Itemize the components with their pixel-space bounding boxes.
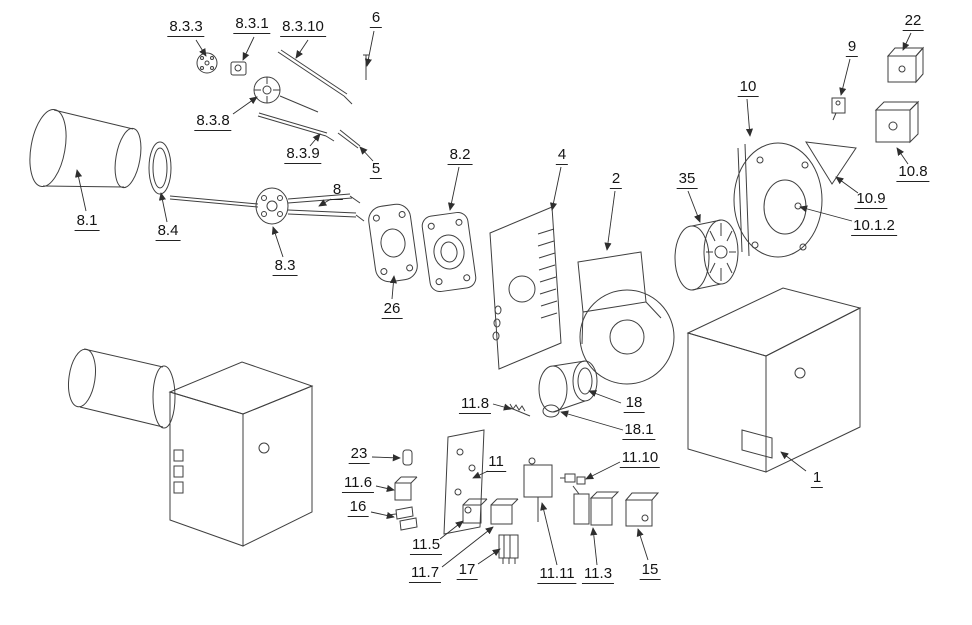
part-35-fan-wheel: [674, 219, 739, 291]
assembled-burner: [68, 348, 314, 547]
part-label-16: 16: [347, 498, 369, 517]
part-11-3-relay: [589, 491, 620, 526]
part-8-3-electrode-assembly: [255, 187, 365, 225]
part-label-18: 18: [623, 394, 645, 413]
part-8-3-8-holder: [253, 76, 319, 113]
part-label-23: 23: [348, 445, 370, 464]
part-8-3-1-bushing: [230, 61, 247, 76]
part-label-8: 8: [330, 181, 344, 200]
part-label-11-7: 11.7: [408, 564, 442, 583]
part-label-26: 26: [381, 300, 403, 319]
part-5-pin: [337, 129, 361, 149]
part-1-burner-cover: [686, 287, 862, 473]
part-11-7-connector: [490, 498, 519, 525]
part-8-rod: [169, 195, 259, 208]
part-label-11: 11: [486, 453, 506, 472]
part-2-blower-housing: [577, 251, 675, 385]
part-label-8-4: 8.4: [155, 222, 181, 241]
part-17-plug: [498, 534, 519, 564]
part-control-box: [523, 457, 553, 522]
part-label-22: 22: [902, 12, 924, 31]
part-label-15: 15: [639, 561, 661, 580]
part-10-motor-flange: [733, 142, 823, 258]
part-label-11-11: 11.11: [537, 565, 577, 584]
part-11-mounting-plate: [443, 429, 485, 535]
part-label-8-3-10: 8.3.10: [280, 18, 326, 37]
part-label-10-8: 10.8: [896, 163, 930, 182]
part-26-flange: [368, 203, 418, 283]
part-8-1-blast-tube: [29, 108, 142, 189]
part-10-9-wedge: [805, 141, 857, 185]
part-label-11-8: 11.8: [458, 395, 492, 414]
part-8-4-gasket-ring: [148, 141, 172, 195]
part-label-8-3: 8.3: [272, 257, 298, 276]
part-8-3-10-rod: [277, 49, 353, 105]
leader-lines: [75, 30, 912, 568]
part-label-11-5: 11.5: [409, 536, 443, 555]
part-label-10-9: 10.9: [854, 190, 888, 209]
part-4-air-damper-plate: [489, 206, 562, 370]
part-11-8-screw: [507, 403, 531, 417]
part-label-5: 5: [369, 160, 383, 179]
part-22-box: [886, 46, 925, 84]
part-10-8-box: [874, 100, 920, 144]
part-label-8-1: 8.1: [74, 212, 100, 231]
part-label-8-3-3: 8.3.3: [167, 18, 205, 37]
part-label-8-3-9: 8.3.9: [284, 145, 322, 164]
part-11-11-switch: [572, 485, 590, 525]
part-label-17: 17: [456, 561, 478, 580]
part-label-35: 35: [676, 170, 698, 189]
part-label-4: 4: [555, 146, 569, 165]
part-label-8-3-8: 8.3.8: [194, 112, 232, 131]
part-label-8-2: 8.2: [447, 146, 473, 165]
part-label-2: 2: [609, 170, 623, 189]
part-label-10-1-2: 10.1.2: [851, 217, 897, 236]
part-11-6-connector: [394, 476, 418, 501]
part-18-1-oring: [542, 404, 560, 418]
part-label-18-1: 18.1: [622, 421, 656, 440]
part-8-2-flange: [421, 211, 477, 293]
part-11-10-sensor: [560, 473, 586, 485]
part-label-9: 9: [845, 38, 859, 57]
part-label-11-10: 11.10: [619, 449, 661, 468]
part-9-bracket: [831, 97, 846, 121]
part-23-fuse: [402, 449, 413, 466]
part-18-air-tube: [538, 360, 598, 413]
part-label-11-3: 11.3: [581, 565, 615, 584]
part-8-3-3-disc: [196, 52, 218, 74]
part-label-8-3-1: 8.3.1: [233, 15, 271, 34]
part-11-5-connector: [462, 498, 488, 524]
part-label-1: 1: [810, 469, 824, 488]
part-label-6: 6: [369, 9, 383, 28]
part-8-3-9-rod: [257, 112, 335, 142]
part-label-10: 10: [737, 78, 759, 97]
part-label-11-6: 11.6: [341, 474, 375, 493]
part-15-component: [624, 492, 660, 527]
part-16-terminals: [387, 506, 418, 531]
